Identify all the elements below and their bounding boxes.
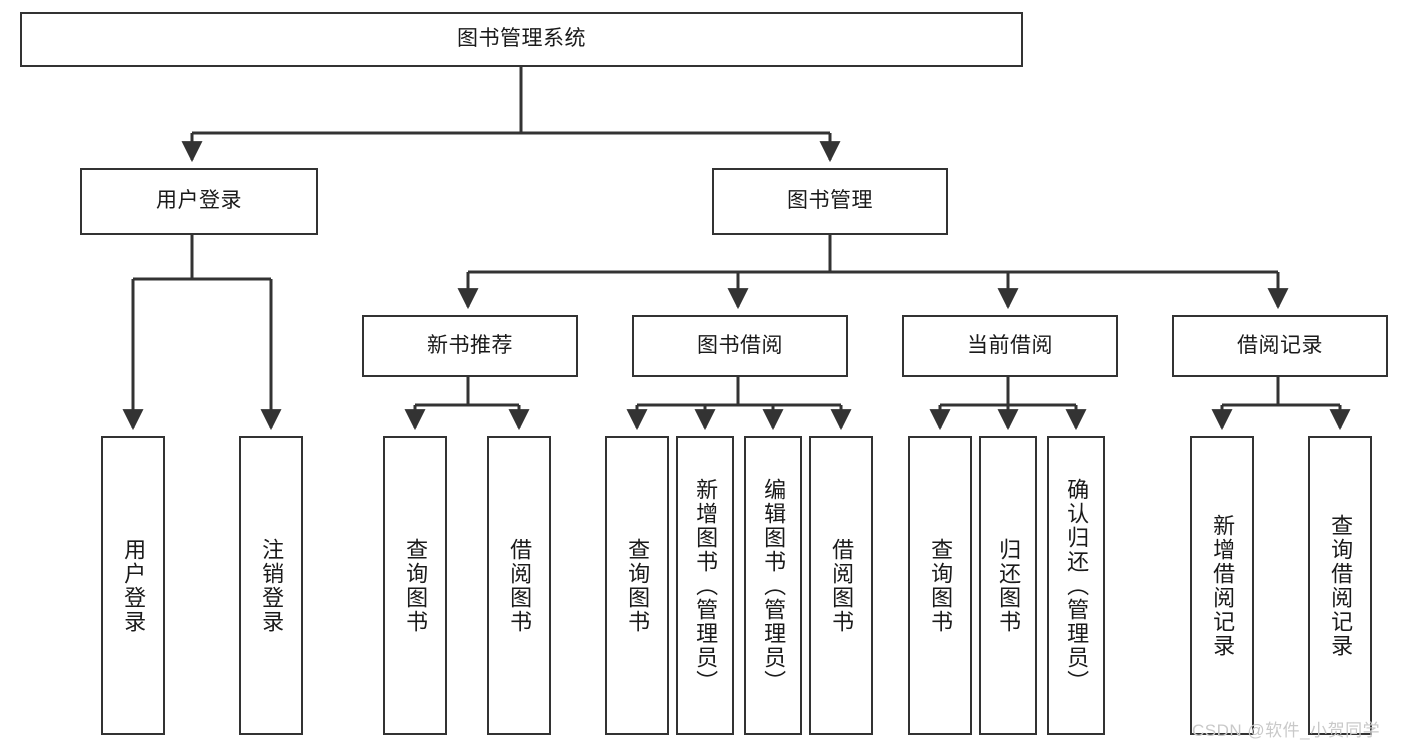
node-new-book-recommend[interactable]: 新书推荐 [362, 315, 578, 377]
node-leaf-add-borrow-record[interactable]: 新增借阅记录 [1190, 436, 1254, 735]
node-label: 当前借阅 [967, 333, 1053, 357]
node-leaf-borrow-book-recommend[interactable]: 借阅图书 [487, 436, 551, 735]
node-book-borrow[interactable]: 图书借阅 [632, 315, 848, 377]
node-label: 借阅图书 [829, 537, 855, 634]
node-label: 查询图书 [625, 537, 651, 634]
node-label: 确认归还（管理员） [1064, 477, 1090, 694]
node-leaf-user-login[interactable]: 用户登录 [101, 436, 165, 735]
node-label: 新增借阅记录 [1210, 513, 1236, 658]
node-label: 新增图书（管理员） [693, 477, 719, 694]
node-label: 借阅图书 [507, 537, 533, 634]
node-label: 用户登录 [121, 537, 147, 634]
node-label: 注销登录 [259, 537, 285, 634]
node-label: 查询图书 [403, 537, 429, 634]
node-label: 查询图书 [928, 537, 954, 634]
node-label: 图书管理系统 [457, 27, 586, 51]
node-book-management[interactable]: 图书管理 [712, 168, 948, 235]
node-leaf-logout[interactable]: 注销登录 [239, 436, 303, 735]
node-leaf-borrow-book[interactable]: 借阅图书 [809, 436, 873, 735]
node-label: 图书借阅 [697, 333, 783, 357]
node-label: 归还图书 [996, 537, 1022, 634]
node-leaf-confirm-return[interactable]: 确认归还（管理员） [1047, 436, 1105, 735]
node-borrow-record[interactable]: 借阅记录 [1172, 315, 1388, 377]
node-label: 编辑图书（管理员） [761, 477, 787, 694]
node-root-book-management-system[interactable]: 图书管理系统 [20, 12, 1023, 67]
node-current-borrow[interactable]: 当前借阅 [902, 315, 1118, 377]
node-leaf-edit-book[interactable]: 编辑图书（管理员） [744, 436, 802, 735]
watermark-text: CSDN @软件_小贺同学 [1192, 721, 1381, 740]
node-leaf-query-borrow-record[interactable]: 查询借阅记录 [1308, 436, 1372, 735]
node-user-login[interactable]: 用户登录 [80, 168, 318, 235]
node-leaf-query-book-borrow[interactable]: 查询图书 [605, 436, 669, 735]
node-label: 用户登录 [156, 189, 242, 213]
node-label: 图书管理 [787, 189, 873, 213]
node-leaf-query-book-recommend[interactable]: 查询图书 [383, 436, 447, 735]
node-label: 借阅记录 [1237, 333, 1323, 357]
node-label: 查询借阅记录 [1328, 513, 1354, 658]
node-leaf-return-book[interactable]: 归还图书 [979, 436, 1037, 735]
node-label: 新书推荐 [427, 333, 513, 357]
node-leaf-add-book[interactable]: 新增图书（管理员） [676, 436, 734, 735]
node-leaf-query-book-current[interactable]: 查询图书 [908, 436, 972, 735]
